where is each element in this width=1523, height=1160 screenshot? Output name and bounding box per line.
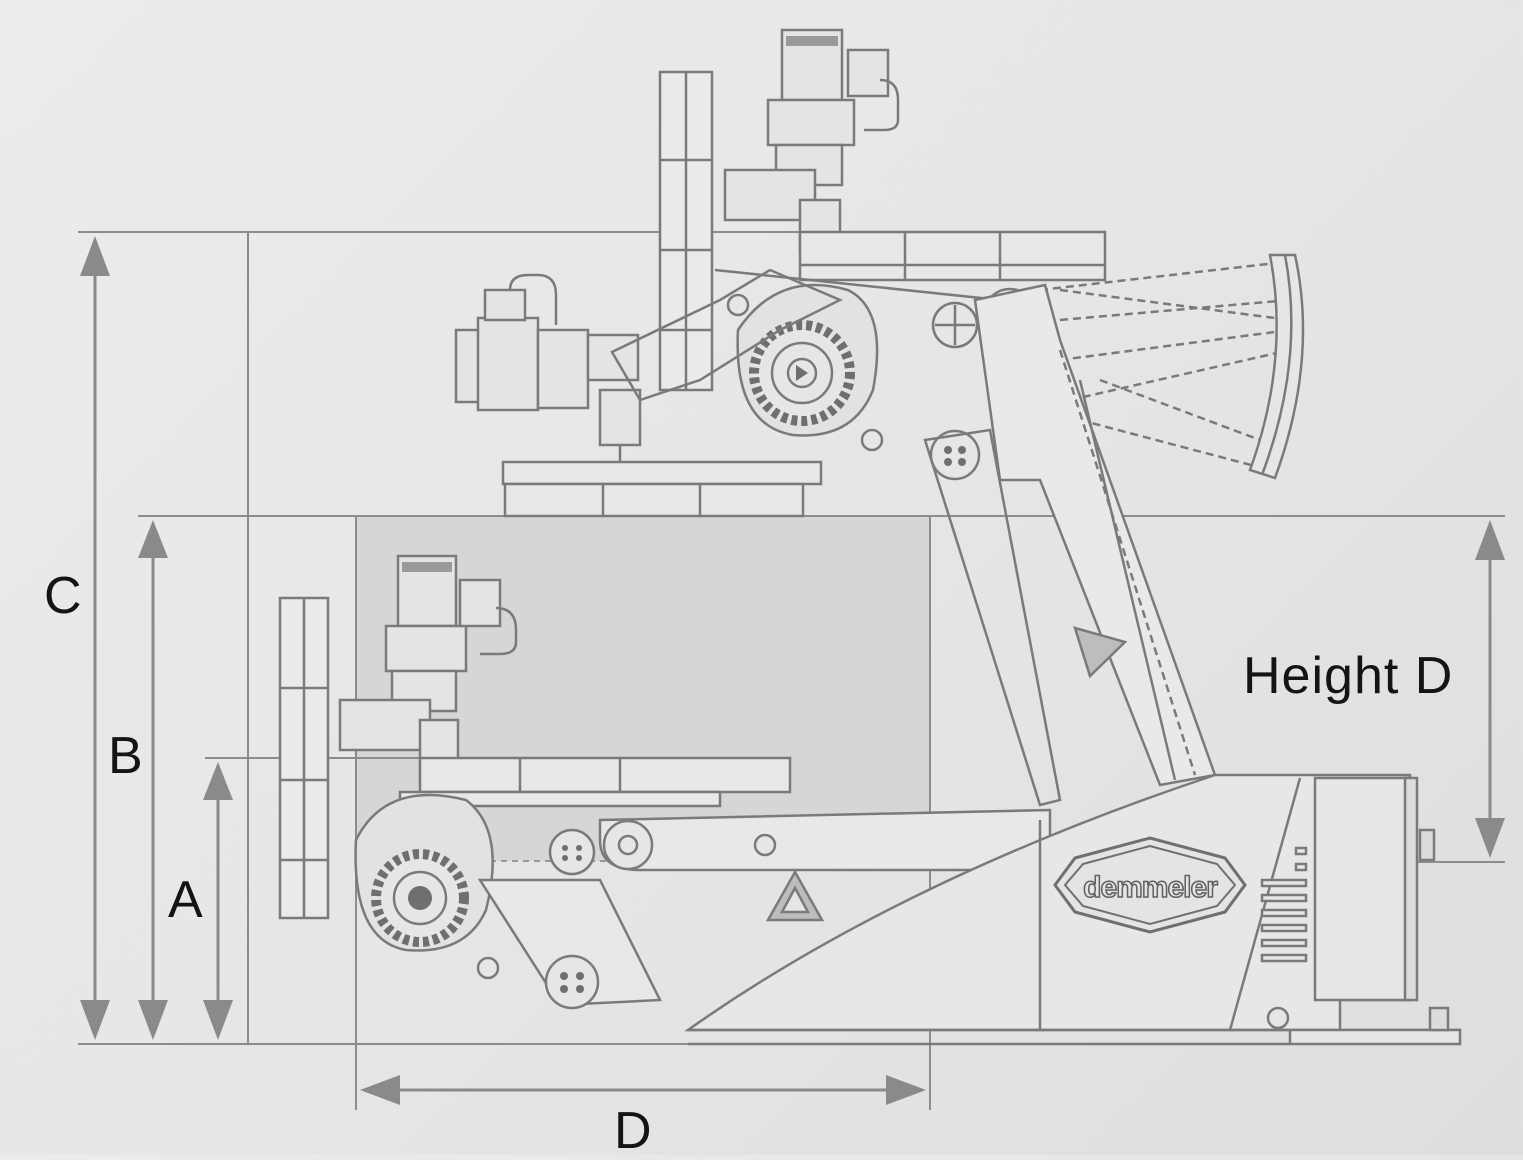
vent-slots xyxy=(1260,846,1308,963)
lowered-positioner xyxy=(278,554,1052,1010)
dimension-arrow-a xyxy=(203,762,233,1040)
dimension-arrow-height-d xyxy=(1475,520,1505,858)
dimension-label-b: B xyxy=(108,727,144,785)
raised-positioner xyxy=(454,28,1305,518)
dimension-arrows xyxy=(80,236,1505,1105)
dimension-label-c: C xyxy=(44,567,83,625)
lowered-table xyxy=(398,756,792,808)
dimension-arrow-b xyxy=(138,520,168,1040)
swing-table-ghost xyxy=(1248,253,1305,480)
dimension-label-height-d: Height D xyxy=(1243,647,1454,705)
motor-housing xyxy=(1313,776,1412,1002)
lowered-top-motor xyxy=(338,554,518,782)
raised-rotary-drive xyxy=(736,283,879,437)
lowered-rotary-drive xyxy=(354,793,494,952)
dimension-arrow-c xyxy=(80,236,110,1040)
raised-lower-platen xyxy=(501,460,823,518)
raised-link-arm xyxy=(610,268,843,402)
lowered-frame xyxy=(477,878,662,1007)
raised-table xyxy=(798,230,1107,282)
dimension-label-a: A xyxy=(168,871,204,929)
swing-arc-ghost xyxy=(1039,260,1291,472)
lowered-arm xyxy=(598,808,1052,872)
raised-top-motor xyxy=(723,28,900,252)
warning-triangle-upper xyxy=(1073,626,1128,679)
machine-base xyxy=(684,773,1462,1046)
raised-side-motor xyxy=(454,273,642,465)
logo-plate xyxy=(1053,836,1247,934)
tilt-arm xyxy=(923,283,1217,807)
dimension-arrow-d xyxy=(360,1075,926,1105)
logo-text: demmeler xyxy=(1083,871,1218,904)
dimension-label-d: D xyxy=(614,1102,653,1160)
